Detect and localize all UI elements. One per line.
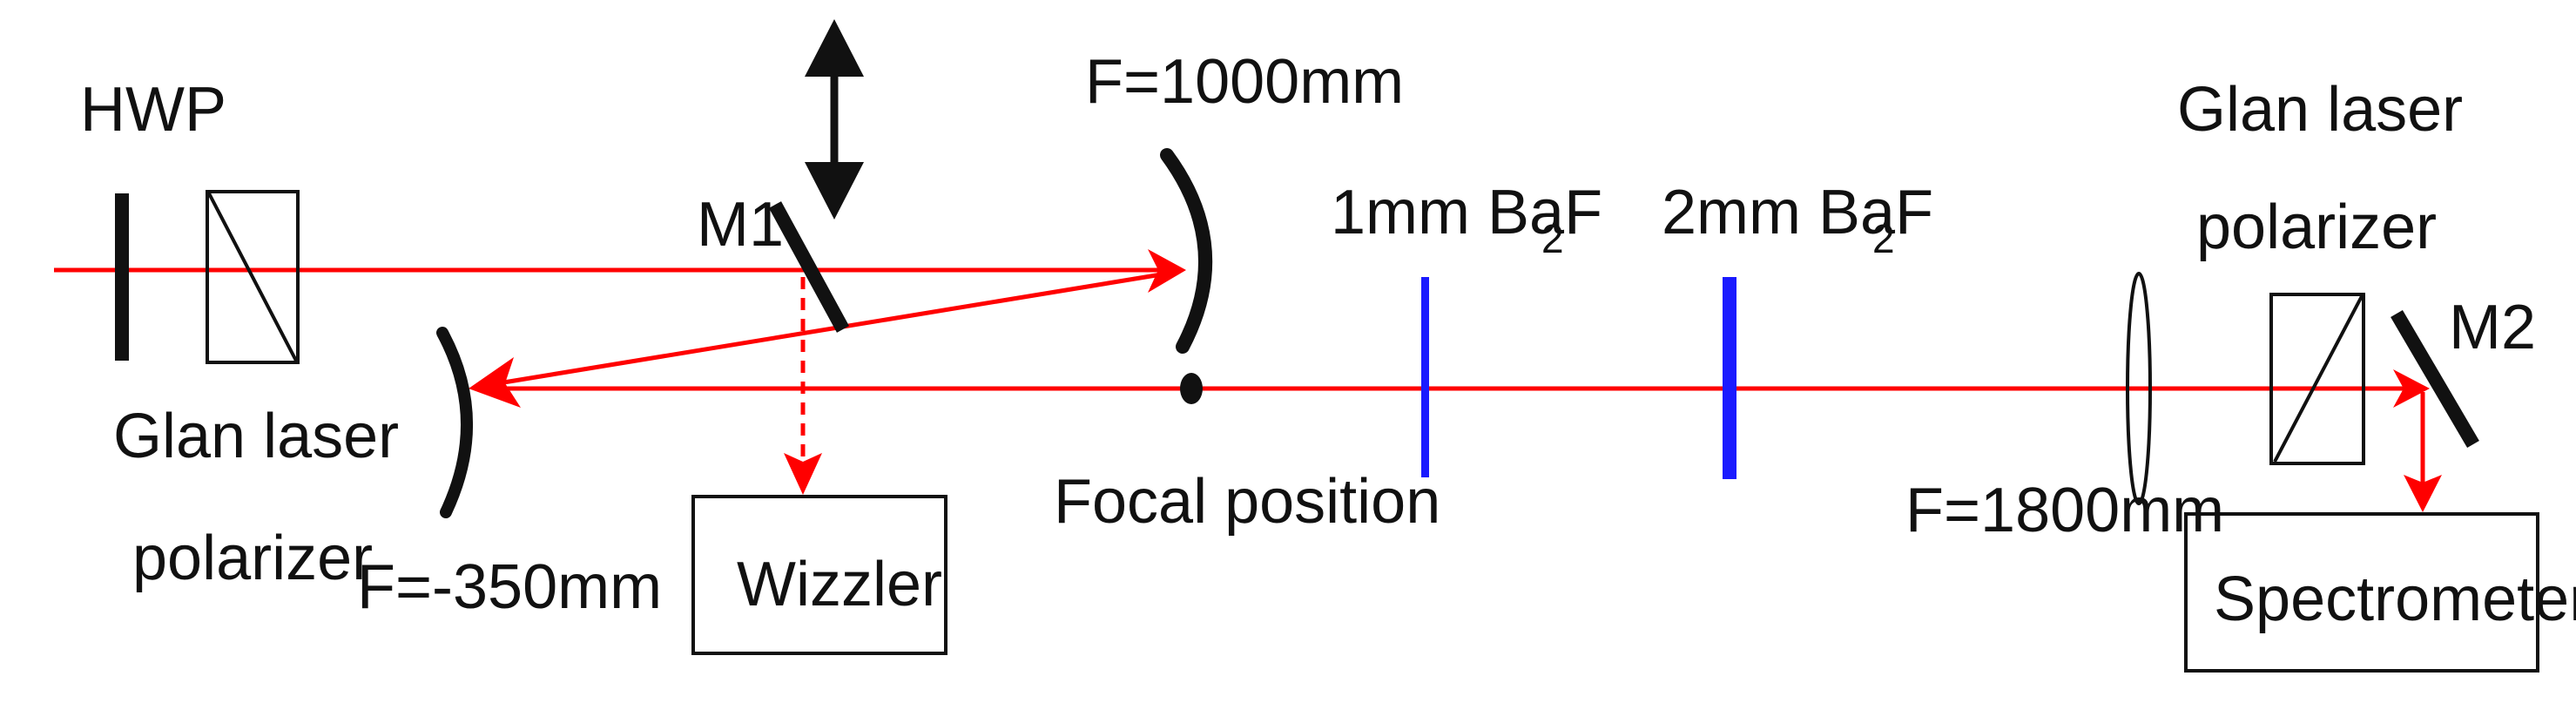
glan-polarizer-1-label-line2: polarizer	[132, 524, 373, 593]
glan-polarizer-2: Glan laser polarizer	[2177, 75, 2463, 465]
baf2-window-1-label: 1mm BaF	[1331, 178, 1602, 247]
baf2-window-1: 1mm BaF 2	[1331, 178, 1602, 477]
arrowhead-wizzler	[784, 453, 822, 495]
arrowhead-concave	[1148, 249, 1186, 293]
curved-mirror-icon	[1160, 148, 1213, 354]
baf2-window-2: 2mm BaF 2	[1662, 178, 1933, 479]
arrowhead-spectrometer	[2404, 475, 2442, 512]
hwp-plate	[115, 193, 129, 361]
convex-mirror-label: F=-350mm	[357, 552, 662, 622]
m1-label: M1	[697, 190, 784, 260]
beam-diagonal	[476, 269, 1178, 389]
hwp-label: HWP	[80, 75, 226, 145]
flat-mirror-icon	[2391, 309, 2479, 449]
spectrometer-device: Spectrometer	[2184, 512, 2576, 673]
m2-label: M2	[2449, 293, 2536, 362]
beam-arrowheads	[469, 249, 2442, 512]
arrowhead-m2	[2393, 369, 2430, 408]
focal-position-label: Focal position	[1054, 467, 1440, 537]
arrowhead-convex	[469, 357, 521, 408]
spectrometer-box	[2184, 512, 2539, 673]
baf2-window-2-subscript: 2	[1872, 216, 1895, 261]
baf2-window-1-plate	[1421, 277, 1429, 477]
lens-icon	[2126, 272, 2152, 505]
baf2-window-2-plate	[1723, 277, 1736, 479]
spectrometer-label: Spectrometer	[2214, 564, 2576, 634]
glan-polarizer-1: Glan laser polarizer	[113, 190, 399, 593]
half-wave-plate: HWP	[80, 75, 226, 361]
beam-paths	[54, 267, 2425, 483]
concave-mirror-label: F=1000mm	[1085, 47, 1404, 117]
mirror-m1: M1	[697, 19, 864, 333]
lens-label: F=1800mm	[1905, 476, 2224, 545]
mirror-m2: M2	[2391, 293, 2536, 449]
dot-icon	[1180, 373, 1203, 404]
polarizer-cube-icon	[206, 190, 300, 364]
polarizer-diagonal	[2273, 295, 2364, 463]
polarizer-cube-icon	[2269, 293, 2365, 465]
glan-polarizer-2-label-line1: Glan laser	[2177, 75, 2463, 145]
baf2-window-2-label: 2mm BaF	[1662, 178, 1933, 247]
flat-mirror-icon	[768, 201, 850, 333]
convex-mirror: F=-350mm	[357, 327, 662, 622]
polarizer-diagonal	[207, 193, 298, 362]
glan-polarizer-1-label-line1: Glan laser	[113, 402, 399, 471]
focal-position: Focal position	[1054, 373, 1440, 537]
concave-mirror: F=1000mm	[1085, 47, 1404, 354]
lens: F=1800mm	[1905, 272, 2224, 545]
double-arrow-icon	[805, 19, 864, 220]
baf2-window-1-subscript: 2	[1541, 216, 1564, 261]
curved-mirror-icon	[436, 327, 474, 518]
wizzler-device: Wizzler	[691, 495, 947, 655]
glan-polarizer-2-label-line2: polarizer	[2196, 193, 2437, 262]
wizzler-box	[691, 495, 947, 655]
wizzler-label: Wizzler	[737, 550, 942, 619]
